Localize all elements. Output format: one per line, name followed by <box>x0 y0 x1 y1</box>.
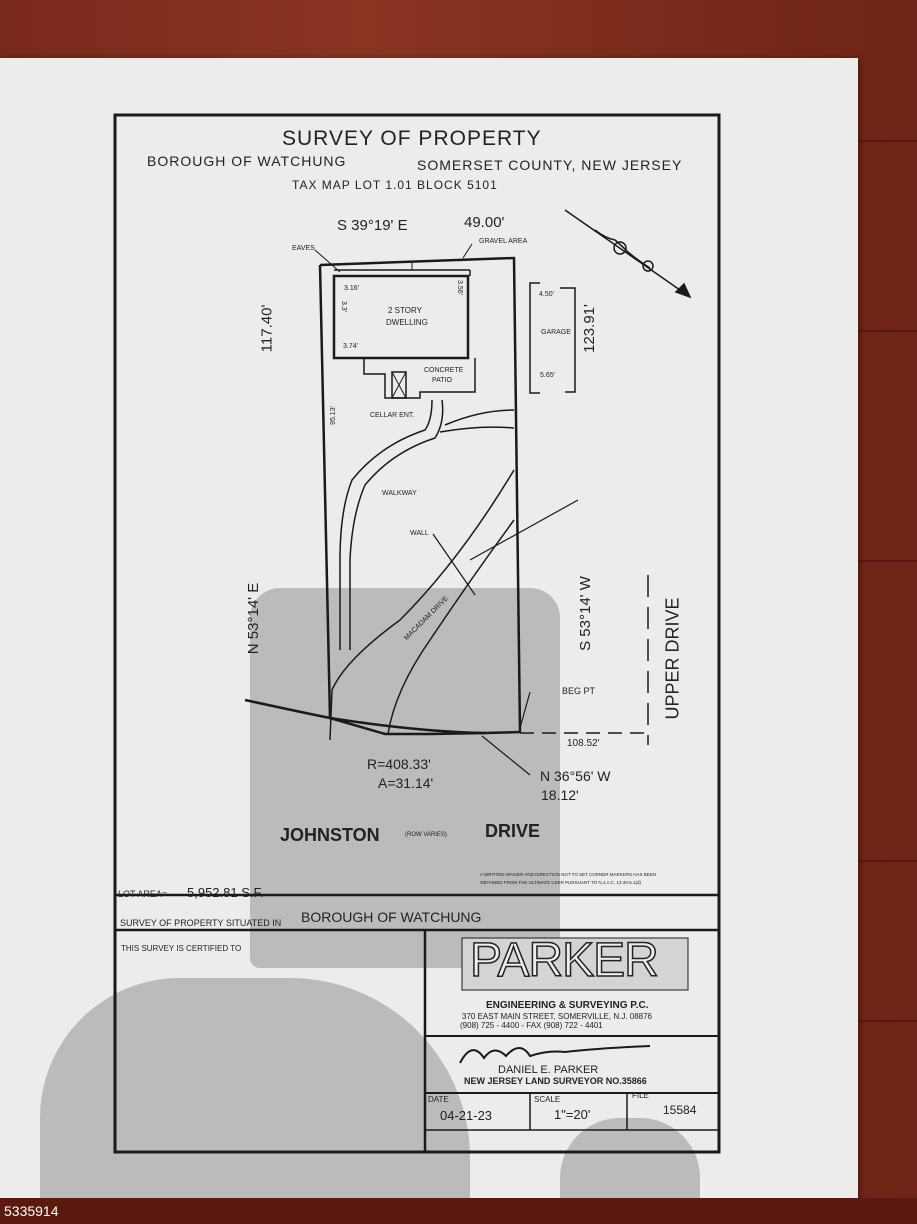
borough-label: BOROUGH OF WATCHUNG <box>147 153 347 169</box>
hand-shadow-right <box>560 1118 700 1198</box>
signature-mark <box>459 1045 651 1064</box>
parker-logo: PARKER <box>469 933 659 988</box>
bottom-distance: 18.12' <box>541 787 579 803</box>
garage-bottom-dim: 5.65' <box>540 372 555 379</box>
bottom-bearing: N 36°56' W <box>540 768 611 784</box>
date-value: 04-21-23 <box>440 1108 493 1123</box>
hand-shadow <box>250 588 560 968</box>
walkway-label: WALKWAY <box>382 490 417 497</box>
parker-logo-box <box>461 937 689 991</box>
property-boundary <box>318 256 522 736</box>
drive-label: DRIVE <box>485 821 541 841</box>
waiver-line2: OBTAINED FROM THE ULTIMATE USER PURSUANT… <box>480 880 641 885</box>
lot-area-label: LOT AREA= <box>118 889 168 899</box>
file-label: FILE <box>632 1091 649 1100</box>
date-label: DATE <box>428 1095 449 1104</box>
cellar-label: CELLAR ENT. <box>370 412 415 419</box>
listing-id: 5335914 <box>0 1198 917 1224</box>
upper-drive-label: UPPER DRIVE <box>662 597 683 720</box>
surveyor-license: NEW JERSEY LAND SURVEYOR NO.35866 <box>464 1076 647 1086</box>
dwelling-line1: 2 STORY <box>388 306 422 315</box>
firm-address: 370 EAST MAIN STREET, SOMERVILLE, N.J. 0… <box>462 1012 653 1021</box>
patio-line2: PATIO <box>432 377 452 384</box>
scale-value: 1"=20' <box>554 1107 591 1122</box>
arc-label: A=31.14' <box>378 775 434 791</box>
garage-top-dim: 4.50' <box>539 291 554 298</box>
lot-area-value: 5,952.81 S.F. <box>187 885 264 900</box>
file-value: 15584 <box>663 1103 697 1117</box>
firm-phone: (908) 725 - 4400 - FAX (908) 722 - 4401 <box>460 1021 603 1030</box>
surveyor-name: DANIEL E. PARKER <box>498 1064 599 1076</box>
certified-label: THIS SURVEY IS CERTIFIED TO <box>121 944 242 953</box>
right-bearing: S 53°14' W <box>576 576 594 651</box>
survey-sheet <box>0 58 858 1198</box>
hand-shadow-lower <box>40 978 470 1198</box>
situated-label: SURVEY OF PROPERTY SITUATED IN <box>120 918 282 928</box>
dist-10852: 108.52' <box>567 738 600 749</box>
dim-left-small: 3.3' <box>340 300 348 313</box>
dwelling-line2: DWELLING <box>386 318 428 327</box>
county-label: SOMERSET COUNTY, NEW JERSEY <box>417 157 683 173</box>
garage-label: GARAGE <box>541 329 571 336</box>
taxmap-label: TAX MAP LOT 1.01 BLOCK 5101 <box>292 178 498 192</box>
north-arrow-icon <box>564 209 692 299</box>
row-varies-label: (ROW VARIES) <box>405 832 447 838</box>
radius-label: R=408.33' <box>367 756 431 772</box>
top-bearing: S 39°19' E <box>337 217 408 234</box>
dwelling-outline <box>332 274 470 360</box>
johnston-label: JOHNSTON <box>280 825 380 845</box>
gravel-label: GRAVEL AREA <box>479 238 528 245</box>
beg-pt-label: BEG PT <box>562 686 596 696</box>
waiver-line1: A WRITTEN WAIVER AND DIRECTION NOT TO SE… <box>480 872 657 877</box>
eaves-label: EAVES <box>292 245 315 252</box>
left-bearing: N 53°14' E <box>245 582 263 655</box>
situated-value: BOROUGH OF WATCHUNG <box>301 909 482 925</box>
survey-title: SURVEY OF PROPERTY <box>282 127 542 150</box>
cellar-entrance <box>391 371 407 399</box>
wall-label: WALL <box>410 530 429 537</box>
top-distance: 49.00' <box>464 214 505 231</box>
johnston-drive-line <box>244 698 486 735</box>
right-distance: 123.91' <box>580 304 598 353</box>
dim-374: 3.74' <box>343 343 358 350</box>
dim-356: 3.56' <box>455 280 463 295</box>
left-distance: 117.40' <box>258 304 276 353</box>
firm-name: ENGINEERING & SURVEYING P.C. <box>486 1000 649 1011</box>
sheet-border <box>113 113 721 1154</box>
scale-label: SCALE <box>534 1095 561 1104</box>
patio-line1: CONCRETE <box>424 367 464 374</box>
dim-316: 3.16' <box>344 285 359 292</box>
dim-9513: 95.13' <box>329 406 337 425</box>
